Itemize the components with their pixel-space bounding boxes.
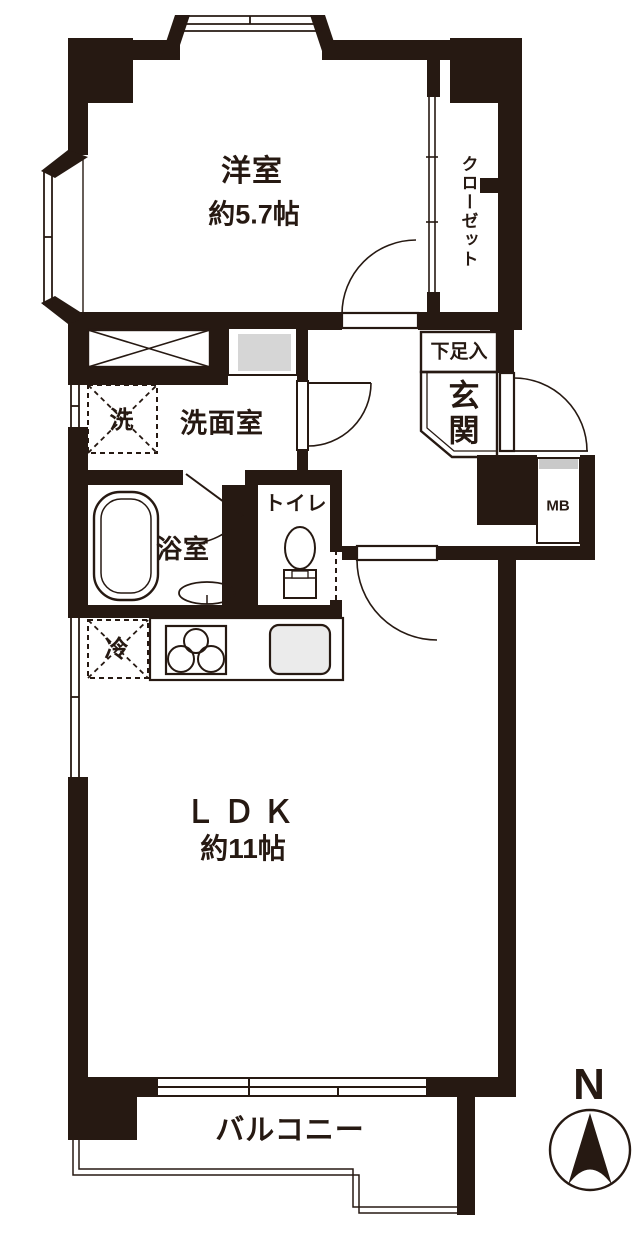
kitchen-counter bbox=[148, 616, 345, 682]
washer-space bbox=[87, 384, 158, 454]
toilet-fixture bbox=[283, 526, 317, 599]
compass bbox=[548, 1108, 632, 1192]
balcony-sliding-window bbox=[156, 1077, 428, 1097]
bathroom-door bbox=[185, 473, 244, 545]
ldk-door bbox=[355, 544, 439, 641]
label-washer: 洗 bbox=[109, 407, 135, 434]
label-shoe-box: 下足入 bbox=[430, 341, 488, 363]
closet-sliding-door bbox=[426, 97, 438, 292]
walls bbox=[41, 15, 595, 1215]
balcony-outline bbox=[72, 1140, 457, 1214]
compass-north-label: N bbox=[573, 1060, 605, 1109]
label-meter-box: MB bbox=[546, 497, 570, 515]
room-label-ldk: ＬＤＫ bbox=[184, 794, 302, 830]
room-label-entrance: 玄関 bbox=[443, 379, 479, 449]
kitchen-window bbox=[70, 618, 80, 777]
room-label-closet: クローゼット bbox=[458, 155, 478, 269]
room-label-bathroom: 浴室 bbox=[155, 534, 211, 564]
room-label-western-room: 洋室 bbox=[221, 155, 283, 188]
western-room-door bbox=[340, 239, 420, 330]
washroom-door bbox=[296, 380, 372, 451]
room-size-western-room: 約5.7帖 bbox=[208, 199, 300, 230]
washroom-window bbox=[70, 385, 80, 427]
shoe-box bbox=[419, 330, 499, 374]
room-label-washroom: 洗面室 bbox=[180, 408, 264, 439]
entrance-door bbox=[498, 371, 588, 453]
fridge-space bbox=[87, 619, 149, 679]
storage-box bbox=[86, 328, 212, 369]
meter-box bbox=[536, 457, 581, 544]
vanity-cabinet bbox=[227, 327, 298, 376]
room-label-toilet: トイレ bbox=[264, 493, 328, 515]
room-size-ldk: 約11帖 bbox=[200, 833, 286, 864]
entrance-floor bbox=[419, 370, 499, 459]
kitchen-sink bbox=[268, 623, 332, 676]
stove bbox=[164, 624, 228, 676]
north-arrow bbox=[568, 1113, 612, 1185]
bath-counter bbox=[178, 581, 236, 605]
bay-window-left bbox=[43, 157, 84, 318]
bathtub bbox=[92, 490, 160, 602]
bay-window-top bbox=[177, 15, 323, 32]
room-label-balcony: バルコニー bbox=[215, 1114, 365, 1147]
label-fridge: 冷 bbox=[104, 636, 130, 663]
